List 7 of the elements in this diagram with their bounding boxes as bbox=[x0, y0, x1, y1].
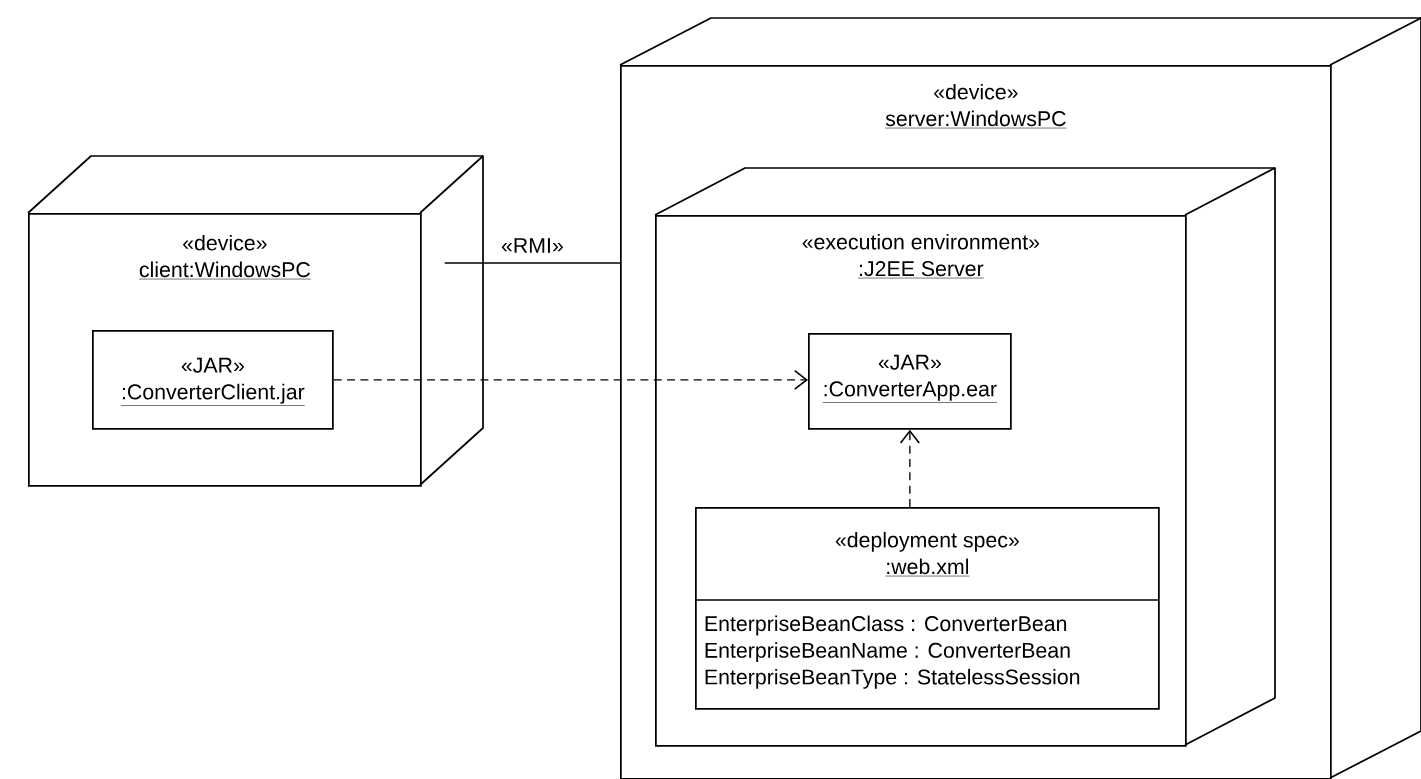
dependency-arrow bbox=[333, 369, 808, 390]
deployment-spec-box: «deployment spec» :web.xml EnterpriseBeanClass : ConverterBean EnterpriseBeanName : ConverterBean EnterpriseBeanType : StatelessSession bbox=[694, 507, 1160, 710]
connector-line bbox=[443, 262, 621, 264]
artifact-box: «JAR» :ConverterClient.jar bbox=[92, 330, 334, 430]
dependency-arrow bbox=[899, 429, 920, 508]
edge-label: «RMI» bbox=[499, 236, 566, 255]
artifact-box: «JAR» :ConverterApp.ear bbox=[808, 333, 1012, 430]
